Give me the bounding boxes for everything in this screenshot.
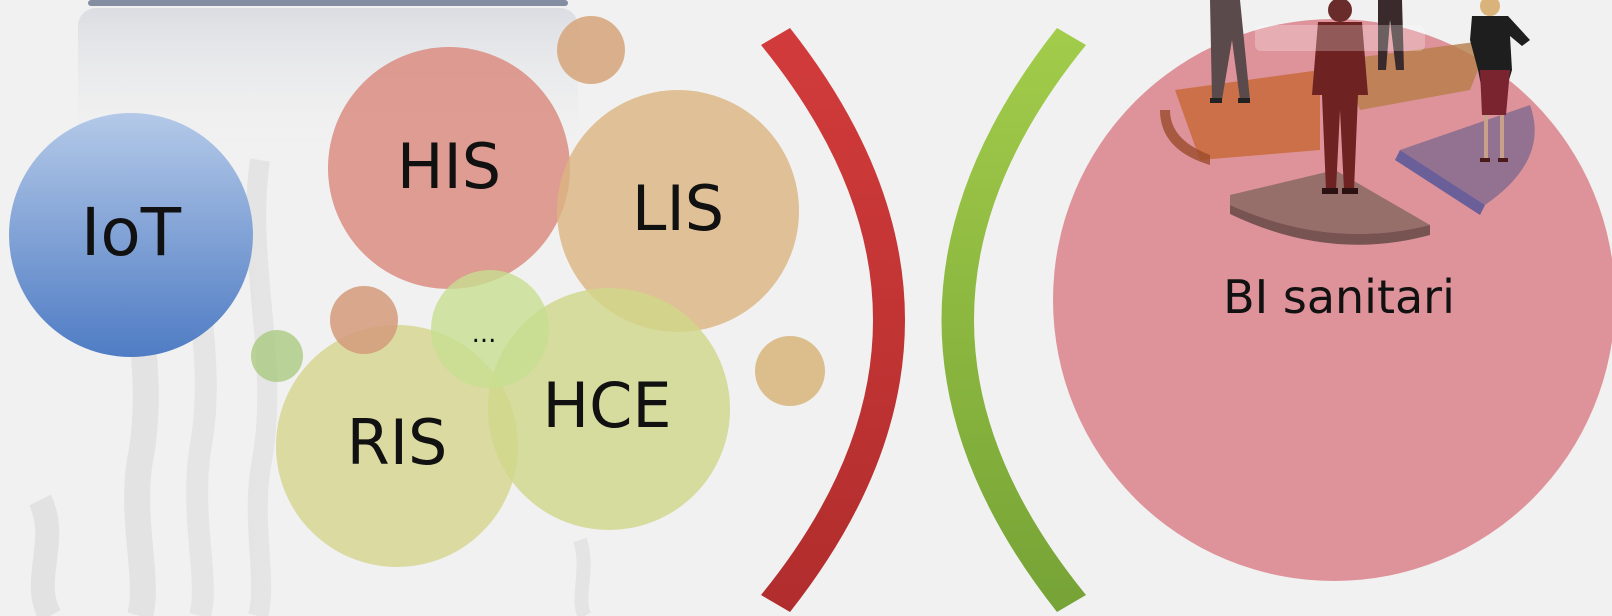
right-bracket [941, 28, 1086, 612]
his-label: HIS [396, 130, 502, 203]
lis-bubble [557, 90, 799, 332]
business-people-illustration [1160, 0, 1535, 245]
his-bubble [328, 47, 570, 289]
ris-bubble [276, 325, 518, 567]
ris-label: RIS [346, 406, 448, 479]
hce-bubble [488, 288, 730, 530]
decor-bubble-brown [330, 286, 398, 354]
watermark-logo [1255, 25, 1425, 51]
bi-sanitari-label: BI sanitari [1223, 270, 1455, 324]
left-bracket [761, 28, 905, 612]
lis-label: LIS [631, 172, 725, 245]
iot-bubble [9, 113, 253, 357]
more-label: ... [471, 319, 497, 349]
decor-bubble-top [557, 16, 625, 84]
hce-label: HCE [542, 369, 672, 442]
iot-label: IoT [80, 194, 182, 271]
decor-bubble-green [251, 330, 303, 382]
decor-bubble-right [755, 336, 825, 406]
more-bubble [431, 270, 549, 388]
